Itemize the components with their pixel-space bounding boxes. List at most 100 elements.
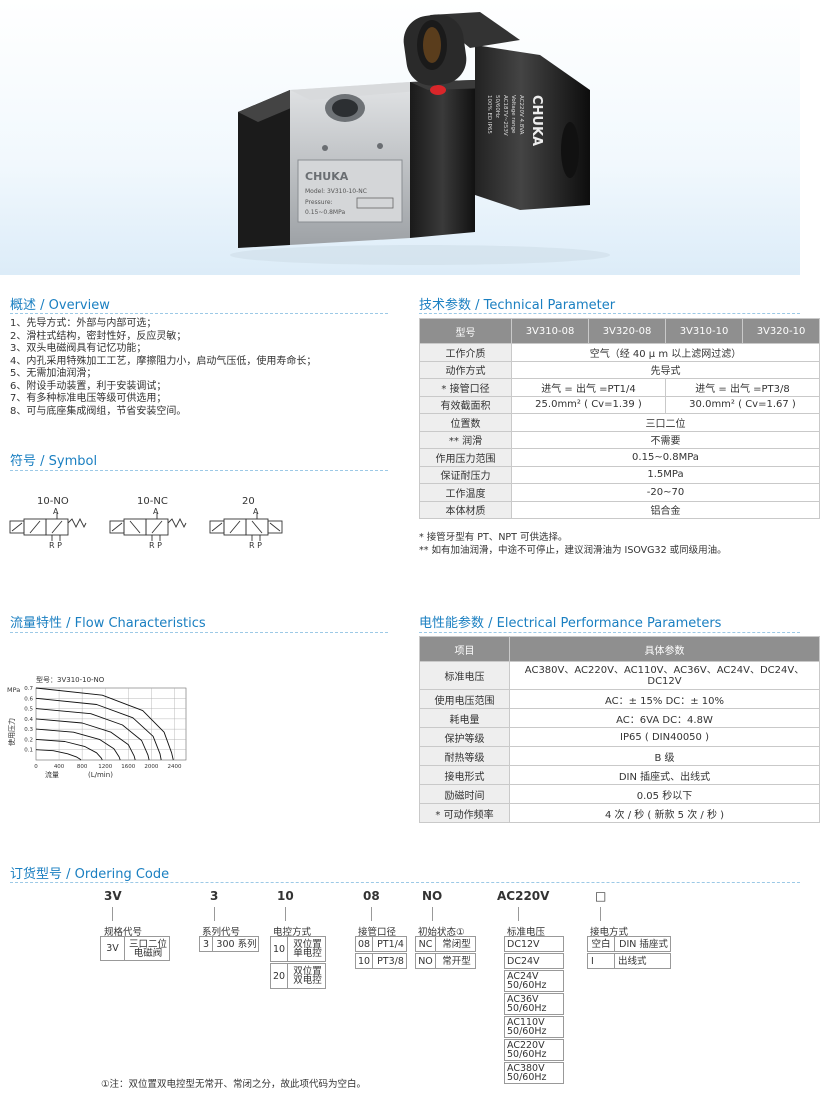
port-rp-label: R P	[49, 541, 62, 550]
spec-desc: 三口二位 电磁阀	[125, 937, 171, 960]
tech-note-2: ** 如有加油润滑，中途不可停止，建议润滑油为 ISOVG32 或同级用油。	[419, 545, 727, 556]
row-value: AC：6VA DC：4.8W	[509, 708, 820, 728]
voltage-line: 50/60Hz	[507, 1049, 547, 1060]
solenoid-housing	[410, 80, 475, 238]
chart-lines	[35, 687, 174, 761]
row-value: IP65 ( DIN40050 )	[509, 727, 820, 747]
flow-divider	[10, 632, 388, 633]
control-desc-2: 单电控	[293, 948, 322, 959]
electrical-title: 电性能参数 / Electrical Performance Parameter…	[419, 616, 722, 631]
row-value: B 级	[509, 746, 820, 766]
x-tick-label: 1200	[98, 764, 112, 770]
spec-code: 3V	[101, 937, 125, 960]
port-a-label: A	[253, 507, 259, 516]
series-box: 3 300 系列	[199, 936, 259, 952]
symbol-divider	[10, 470, 388, 471]
code-connector	[112, 907, 113, 921]
series-label: 系列代号	[202, 927, 241, 938]
series-code: 3	[200, 937, 213, 951]
tech-table: 型号 3V310-08 3V320-08 3V310-10 3V320-10 工…	[419, 318, 820, 519]
port-code: 08	[356, 937, 373, 951]
row-label: 励磁时间	[419, 784, 510, 804]
y-tick-label: 0.5	[24, 707, 33, 713]
list-item: 2、滑柱式结构，密封性好，反应灵敏；	[10, 330, 187, 342]
x-tick-label: 1600	[121, 764, 135, 770]
row-label: 工作介质	[419, 343, 512, 362]
voltage-line: AC36V	[507, 994, 539, 1005]
initial-code: NO	[416, 954, 436, 968]
tech-divider	[419, 313, 800, 314]
initial-label: 初始状态①	[418, 927, 465, 938]
code-port: 08	[363, 889, 380, 903]
row-label: 动作方式	[419, 360, 512, 379]
flow-curve	[35, 687, 174, 761]
table-row: 工作温度-20~70	[419, 483, 820, 502]
list-item: 6、附设手动装置，利于安装调试；	[10, 380, 167, 392]
coil-brand: CHUKA	[529, 95, 544, 146]
row-value: 不需要	[511, 430, 820, 449]
y-tick-label: 0.2	[24, 737, 33, 743]
series-desc: 300 系列	[216, 938, 257, 950]
y-tick-label: 0.4	[24, 717, 33, 723]
control-desc: 双位置 双电控	[288, 964, 327, 988]
voltage-line: AC24V	[507, 971, 539, 982]
wiring-label: 接电方式	[590, 927, 629, 938]
voltage-line: 50/60Hz	[507, 1003, 547, 1014]
flow-curve	[35, 728, 121, 761]
flow-curve	[35, 749, 82, 761]
row-value: -20~70	[511, 483, 820, 502]
row-value: 0.15~0.8MPa	[511, 448, 820, 467]
row-value: AC：± 15% DC：± 10%	[509, 689, 820, 709]
initial-row: NO 常开型	[415, 953, 476, 969]
control-desc-2: 双电控	[293, 975, 322, 986]
y-tick-label: 0.1	[24, 748, 33, 754]
tech-title: 技术参数 / Technical Parameter	[419, 298, 616, 313]
row-label: * 可动作频率	[419, 803, 510, 823]
ordering-note: ①注：双位置双电控型无常开、常闭之分，故此项代码为空白。	[101, 1079, 367, 1090]
code-connector	[371, 907, 372, 921]
code-voltage: AC220V	[497, 889, 550, 903]
product-hero: CHUKA Model: 3V310-10-NC Pressure: 0.15~…	[0, 0, 800, 275]
flow-chart: 型号：3V310-10-NO MPa 使用压力 流量 (L/min) 0.10.…	[7, 675, 187, 779]
coil-line-3: AC187V~253V	[502, 95, 508, 136]
x-tick-label: 800	[77, 764, 88, 770]
table-row: 本体材质铝合金	[419, 500, 820, 519]
row-label: 标准电压	[419, 661, 510, 690]
voltage-line: AC220V	[507, 1040, 545, 1051]
code-connector	[214, 907, 215, 921]
voltage-value: DC24V	[507, 955, 540, 967]
list-item: 8、可与底座集成阀组，节省安装空间。	[10, 405, 187, 417]
port-rp-label: R P	[249, 541, 262, 550]
control-desc-1: 双位置	[293, 939, 322, 950]
chart-x-label: 流量	[45, 770, 59, 779]
spec-desc-2: 电磁阀	[133, 947, 163, 959]
initial-desc: 常闭型	[442, 938, 471, 950]
header-col: 3V320-10	[742, 318, 820, 344]
row-value: 进气 = 出气 =PT3/8	[665, 378, 820, 397]
row-value: 25.0mm² ( Cv=1.39 )	[511, 395, 666, 414]
list-item: 3、双头电磁阀具有记忆功能；	[10, 343, 147, 354]
coil-line-4: 50/60Hz	[494, 95, 500, 118]
wiring-row: 空白 DIN 插座式	[587, 936, 671, 952]
table-row: 标准电压 AC380V、AC220V、AC110V、AC36V、AC24V、DC…	[419, 661, 820, 690]
brand-logo: CHUKA	[305, 170, 349, 183]
chart-y-unit: MPa	[7, 686, 20, 694]
y-tick-label: 0.7	[24, 686, 33, 692]
ordering-divider	[10, 882, 800, 883]
control-desc: 双位置 单电控	[288, 937, 327, 961]
voltage-line: AC110V	[507, 1017, 545, 1028]
row-label: 有效截面积	[419, 395, 512, 414]
overview-list: 1、先导方式：外部与内部可选； 2、滑柱式结构，密封性好，反应灵敏； 3、双头电…	[10, 318, 390, 418]
row-value: 30.0mm² ( Cv=1.67 )	[665, 395, 820, 414]
x-tick-label: 400	[54, 764, 65, 770]
coil-line-5: 100% ED IP65	[486, 95, 492, 134]
symbol-title: 符号 / Symbol	[10, 454, 98, 469]
control-label: 电控方式	[273, 927, 312, 938]
